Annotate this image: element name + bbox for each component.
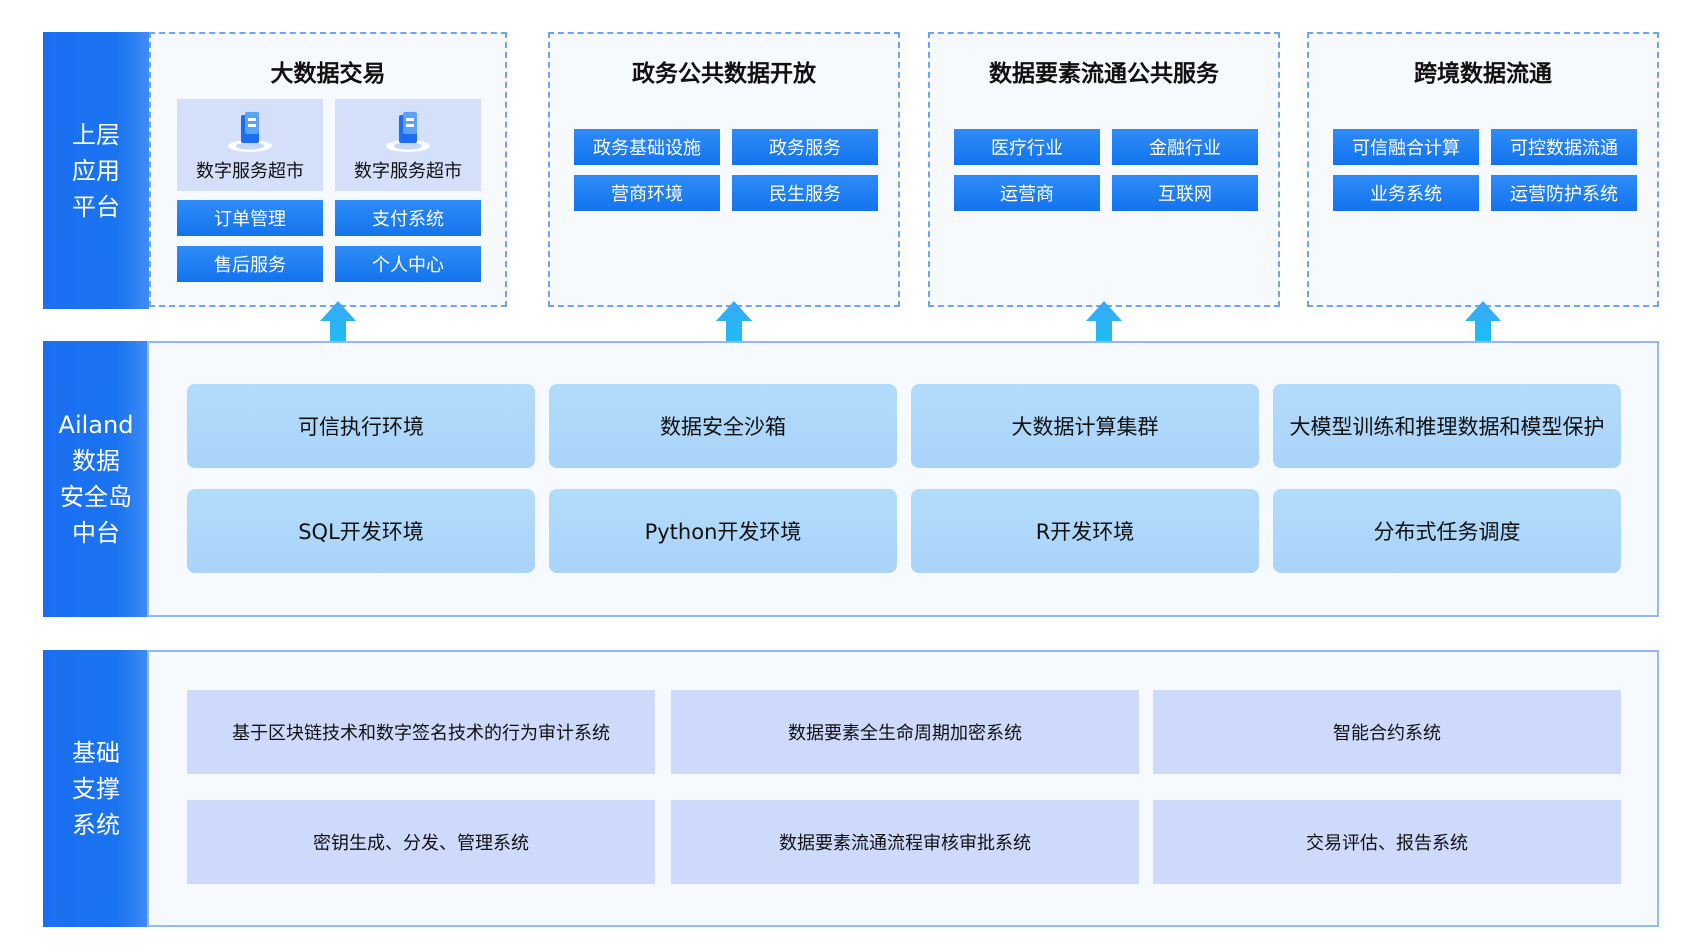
side-label-line: 系统 — [72, 810, 120, 839]
section-cross-border-data: 跨境数据流通 可信融合计算 可控数据流通 业务系统 运营防护系统 — [1307, 32, 1659, 307]
side-label-line: 数据 — [72, 447, 120, 475]
tag-controlled-data-flow: 可控数据流通 — [1491, 129, 1637, 165]
bottom-item-evaluation-report: 交易评估、报告系统 — [1153, 800, 1621, 884]
database-building-icon — [228, 112, 272, 152]
middle-item-python-env: Python开发环境 — [549, 489, 897, 573]
database-building-icon — [386, 112, 430, 152]
tag-medical-industry: 医疗行业 — [954, 129, 1100, 165]
market-caption: 数字服务超市 — [196, 161, 304, 182]
side-label-line: 支撑 — [72, 774, 120, 803]
side-label-upper-platform: 上层 应用 平台 — [43, 32, 149, 309]
tag-livelihood-services: 民生服务 — [732, 175, 878, 211]
tag-finance-industry: 金融行业 — [1112, 129, 1258, 165]
tag-trusted-fusion-compute: 可信融合计算 — [1333, 129, 1479, 165]
digital-service-market-card: 数字服务超市 — [335, 99, 481, 191]
tag-payment-system: 支付系统 — [335, 200, 481, 236]
tag-personal-center: 个人中心 — [335, 246, 481, 282]
tag-gov-services: 政务服务 — [732, 129, 878, 165]
market-caption: 数字服务超市 — [354, 161, 462, 182]
middle-item-data-sandbox: 数据安全沙箱 — [549, 384, 897, 468]
tag-ops-protection-system: 运营防护系统 — [1491, 175, 1637, 211]
tag-order-management: 订单管理 — [177, 200, 323, 236]
middle-item-sql-env: SQL开发环境 — [187, 489, 535, 573]
side-label-line: 平台 — [72, 192, 120, 221]
side-label-line: 应用 — [72, 156, 120, 185]
bottom-item-lifecycle-encryption: 数据要素全生命周期加密系统 — [671, 690, 1139, 774]
tag-business-system: 业务系统 — [1333, 175, 1479, 211]
middle-item-r-env: R开发环境 — [911, 489, 1259, 573]
bottom-item-audit-system: 基于区块链技术和数字签名技术的行为审计系统 — [187, 690, 655, 774]
middle-item-distributed-scheduling: 分布式任务调度 — [1273, 489, 1621, 573]
bottom-item-approval-system: 数据要素流通流程审核审批系统 — [671, 800, 1139, 884]
side-label-line: 安全岛 — [60, 483, 132, 511]
digital-service-market-card: 数字服务超市 — [177, 99, 323, 191]
side-label-line: 中台 — [72, 519, 120, 547]
section-title: 大数据交易 — [270, 61, 386, 87]
tag-gov-infrastructure: 政务基础设施 — [574, 129, 720, 165]
section-title: 政务公共数据开放 — [632, 61, 816, 87]
section-title: 跨境数据流通 — [1414, 61, 1552, 87]
up-arrow-icon — [1465, 301, 1501, 347]
section-government-open-data: 政务公共数据开放 政务基础设施 政务服务 营商环境 民生服务 — [548, 32, 900, 307]
side-label-foundation: 基础 支撑 系统 — [43, 650, 149, 927]
side-label-line: Ailand — [58, 411, 134, 439]
up-arrow-icon — [716, 301, 752, 347]
tag-business-environment: 营商环境 — [574, 175, 720, 211]
bottom-item-smart-contract: 智能合约系统 — [1153, 690, 1621, 774]
section-data-element-public-service: 数据要素流通公共服务 医疗行业 金融行业 运营商 互联网 — [928, 32, 1280, 307]
middle-item-trusted-execution: 可信执行环境 — [187, 384, 535, 468]
tag-internet: 互联网 — [1112, 175, 1258, 211]
side-label-line: 上层 — [72, 120, 120, 149]
section-big-data-trading: 大数据交易 数字服务超市 数字服务超市 订单管理 支付系统 售后服务 个人中心 — [149, 32, 507, 307]
bottom-item-key-management: 密钥生成、分发、管理系统 — [187, 800, 655, 884]
tag-after-sales: 售后服务 — [177, 246, 323, 282]
middle-item-bigdata-cluster: 大数据计算集群 — [911, 384, 1259, 468]
section-title: 数据要素流通公共服务 — [989, 61, 1219, 87]
up-arrow-icon — [1086, 301, 1122, 347]
tag-telecom-operator: 运营商 — [954, 175, 1100, 211]
up-arrow-icon — [320, 301, 356, 347]
ailand-middle-platform-frame — [147, 341, 1659, 617]
side-label-ailand-middle: Ailand 数据 安全岛 中台 — [43, 341, 149, 617]
middle-item-model-protection: 大模型训练和推理数据和模型保护 — [1273, 384, 1621, 468]
side-label-line: 基础 — [72, 738, 120, 767]
